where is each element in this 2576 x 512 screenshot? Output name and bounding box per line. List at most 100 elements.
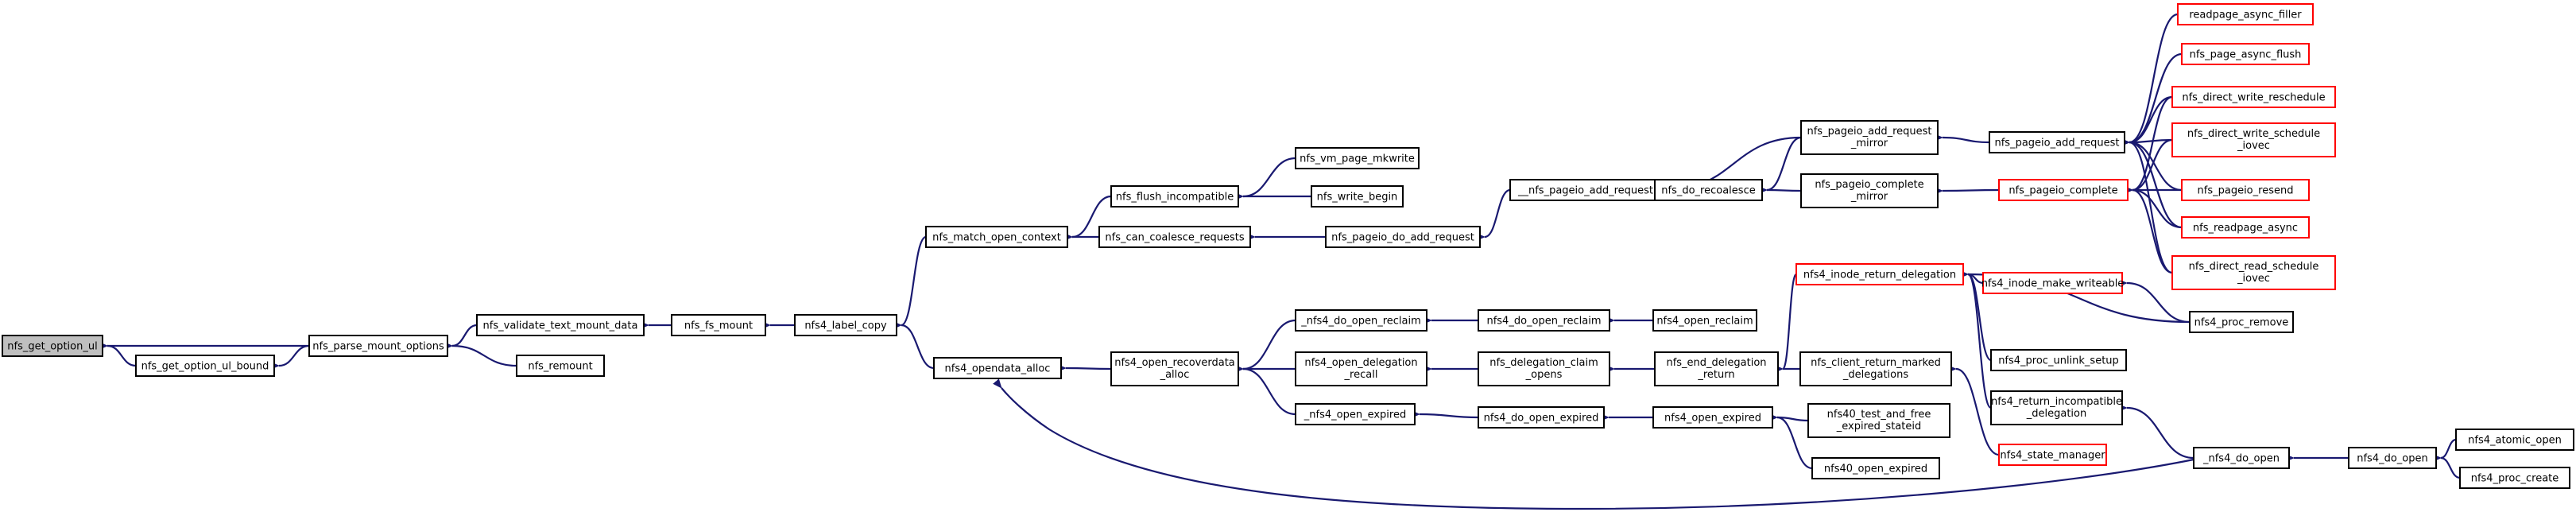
node-box <box>1295 403 1416 425</box>
graph-node[interactable]: nfs_write_begin <box>1311 185 1404 208</box>
graph-node[interactable]: _nfs4_open_expired <box>1295 403 1416 425</box>
call-edge <box>1933 133 1990 144</box>
graph-node[interactable]: nfs4_do_open_reclaim <box>1478 309 1610 332</box>
node-box <box>1800 120 1939 155</box>
node-label: _recall <box>1344 369 1378 381</box>
graph-node[interactable]: nfs4_inode_make_writeable <box>1981 272 2125 294</box>
graph-node[interactable]: nfs_pageio_do_add_request <box>1325 226 1481 248</box>
graph-node[interactable]: nfs_direct_write_reschedule <box>2171 86 2336 108</box>
graph-node[interactable]: nfs_validate_text_mount_data <box>476 314 645 336</box>
node-box <box>671 314 766 336</box>
graph-node[interactable]: nfs_direct_write_schedule_iovec <box>2171 122 2336 157</box>
node-label: _delegation <box>2026 408 2086 420</box>
node-box <box>2177 3 2314 25</box>
call-edge <box>993 378 2194 510</box>
node-label: _iovec <box>2237 140 2270 152</box>
node-box <box>1998 179 2129 201</box>
node-label: nfs_direct_write_reschedule <box>2182 92 2325 104</box>
graph-node[interactable]: readpage_async_filler <box>2177 3 2314 25</box>
graph-node[interactable]: nfs_can_coalesce_requests <box>1098 226 1251 248</box>
graph-node[interactable]: _nfs4_do_open_reclaim <box>1295 309 1427 332</box>
graph-node[interactable]: nfs_match_open_context <box>925 226 1068 248</box>
call-edge <box>2123 185 2183 229</box>
node-label: nfs4_label_copy <box>804 320 887 332</box>
graph-node[interactable]: nfs_do_recoalesce <box>1654 179 1763 201</box>
call-edge <box>2431 438 2457 463</box>
graph-node[interactable]: nfs_end_delegation_return <box>1654 351 1779 386</box>
graph-node[interactable]: nfs4_proc_unlink_setup <box>1990 349 2127 371</box>
graph-node[interactable]: nfs_pageio_complete <box>1998 179 2129 201</box>
node-label: nfs4_opendata_alloc <box>945 363 1051 375</box>
call-edge <box>1768 413 1813 470</box>
graph-node[interactable]: nfs_pageio_add_request_mirror <box>1800 120 1939 155</box>
node-label: nfs_end_delegation <box>1666 357 1766 369</box>
graph-node[interactable]: nfs_vm_page_mkwrite <box>1295 147 1420 169</box>
call-edge <box>443 341 517 367</box>
graph-node[interactable]: __nfs_pageio_add_request <box>1509 179 1662 201</box>
node-label: nfs4_return_incompatible <box>1991 396 2122 408</box>
node-label: _iovec <box>2237 273 2270 285</box>
node-label: nfs4_open_recoverdata <box>1114 357 1235 369</box>
graph-node[interactable]: nfs_client_return_marked_delegations <box>1799 351 1952 386</box>
call-edge <box>2431 453 2461 479</box>
node-box <box>794 314 897 336</box>
node-label: _mirror <box>1850 191 1888 203</box>
graph-node[interactable]: nfs4_open_reclaim <box>1652 309 1757 332</box>
graph-node[interactable]: nfs4_inode_return_delegation <box>1795 263 1964 285</box>
graph-node[interactable]: nfs4_label_copy <box>794 314 897 336</box>
graph-node[interactable]: nfs4_state_manager <box>1998 444 2107 466</box>
graph-node[interactable]: nfs40_test_and_free_expired_stateid <box>1807 403 1950 438</box>
graph-node[interactable]: nfs4_do_open_expired <box>1478 406 1605 429</box>
graph-node[interactable]: nfs_delegation_claim_opens <box>1478 351 1610 386</box>
call-edge <box>1234 364 1296 416</box>
node-label: nfs_direct_write_schedule <box>2187 128 2320 140</box>
node-box <box>1982 272 2123 294</box>
graph-node[interactable]: nfs_flush_incompatible <box>1110 185 1239 208</box>
node-box <box>2171 122 2336 157</box>
node-label: nfs4_do_open <box>2357 453 2428 465</box>
graph-node[interactable]: nfs_parse_mount_options <box>308 335 448 357</box>
node-label: _delegations <box>1842 369 1908 381</box>
call-edge <box>1475 188 1511 242</box>
graph-node[interactable]: nfs_page_async_flush <box>2181 43 2310 65</box>
call-edge <box>1410 409 1479 419</box>
graph-node[interactable]: nfs4_opendata_alloc <box>933 357 1062 379</box>
graph-node[interactable]: nfs4_open_delegation_recall <box>1295 351 1427 386</box>
node-label: nfs_parse_mount_options <box>312 341 444 353</box>
graph-node[interactable]: nfs4_return_incompatible_delegation <box>1990 390 2123 425</box>
node-box <box>1652 406 1773 429</box>
graph-node[interactable]: _nfs4_do_open <box>2193 447 2290 469</box>
node-box <box>1110 351 1239 386</box>
graph-node[interactable]: nfs40_open_expired <box>1811 457 1940 479</box>
graph-node[interactable]: nfs4_open_recoverdata_alloc <box>1110 351 1239 386</box>
graph-node[interactable]: nfs4_open_expired <box>1652 406 1773 429</box>
graph-node[interactable]: nfs4_atomic_open <box>2455 429 2574 451</box>
node-label: nfs_write_begin <box>1317 192 1398 204</box>
graph-node[interactable]: nfs_get_option_ul_bound <box>135 355 275 377</box>
call-edge <box>2120 138 2173 274</box>
graph-node[interactable]: nfs_direct_read_schedule_iovec <box>2171 255 2336 290</box>
graph-node[interactable]: nfs_pageio_add_request <box>1989 131 2125 153</box>
graph-node[interactable]: nfs4_do_open <box>2348 447 2437 469</box>
node-box <box>1799 351 1952 386</box>
call-edge <box>2123 138 2173 195</box>
node-box <box>1110 185 1239 208</box>
call-edge <box>1773 273 1798 374</box>
node-box <box>2171 86 2336 108</box>
node-label: nfs_direct_read_schedule <box>2189 261 2319 273</box>
graph-node[interactable]: nfs4_proc_remove <box>2189 311 2294 333</box>
node-label: nfs4_do_open_expired <box>1484 413 1599 425</box>
node-label: nfs_can_coalesce_requests <box>1105 232 1244 244</box>
node-label: readpage_async_filler <box>2189 10 2302 21</box>
graph-node[interactable]: nfs_remount <box>516 355 605 377</box>
call-edge <box>2120 138 2183 229</box>
graph-node[interactable]: nfs4_proc_create <box>2459 467 2570 489</box>
node-box <box>2455 429 2574 451</box>
graph-node[interactable]: nfs_get_option_ul <box>2 335 103 357</box>
graph-node[interactable]: nfs_pageio_resend <box>2181 179 2310 201</box>
node-label: nfs_pageio_add_request <box>1994 138 2119 149</box>
graph-node[interactable]: nfs_pageio_complete_mirror <box>1800 173 1939 208</box>
graph-node[interactable]: nfs_fs_mount <box>671 314 766 336</box>
graph-node[interactable]: nfs_readpage_async <box>2181 216 2310 239</box>
node-label: nfs_flush_incompatible <box>1116 192 1234 204</box>
